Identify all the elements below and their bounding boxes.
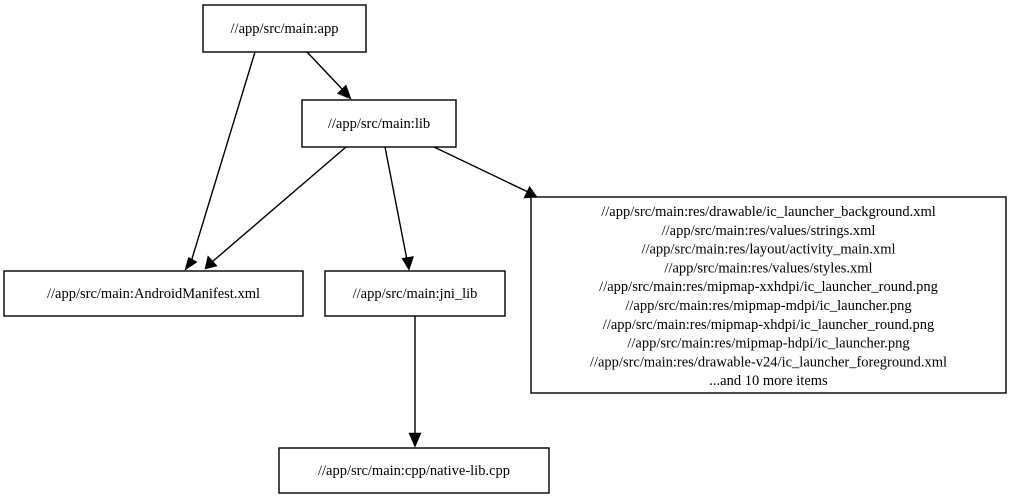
edge-line <box>433 146 529 193</box>
node-label-line: //app/src/main:res/drawable-v24/ic_launc… <box>590 354 947 370</box>
node-label-line: //app/src/main:res/values/strings.xml <box>662 223 876 239</box>
arrowhead-icon <box>401 256 414 271</box>
edge-line <box>384 146 408 261</box>
node-label: //app/src/main:lib <box>328 116 430 132</box>
arrowhead-icon <box>408 432 422 448</box>
node-label: //app/src/main:app <box>231 21 339 37</box>
node-label-line: //app/src/main:res/layout/activity_main.… <box>641 242 895 258</box>
arrowhead-icon <box>523 185 538 199</box>
edge-lib-to-resources <box>433 146 538 199</box>
node-box[interactable] <box>301 99 457 148</box>
node-jni-lib[interactable]: //app/src/main:jni_lib <box>324 270 506 317</box>
arrowhead-icon <box>336 84 352 100</box>
node-label: //app/src/main:jni_lib <box>353 286 478 302</box>
node-box[interactable] <box>3 270 304 317</box>
node-app[interactable]: //app/src/main:app <box>202 4 367 53</box>
node-resources-bundle[interactable]: //app/src/main:res/drawable/ic_launcher_… <box>530 196 1007 394</box>
edge-line <box>190 51 256 263</box>
node-native-lib-cpp[interactable]: //app/src/main:cpp/native-lib.cpp <box>278 447 550 494</box>
node-label-line: ...and 10 more items <box>709 373 828 389</box>
edge-line <box>211 146 347 263</box>
node-label-line: //app/src/main:res/mipmap-xxhdpi/ic_laun… <box>599 279 938 295</box>
node-box[interactable] <box>324 270 506 317</box>
node-box[interactable] <box>530 196 1007 394</box>
node-label-multiline: //app/src/main:res/drawable/ic_launcher_… <box>590 204 947 389</box>
graph-nodes: //app/src/main:app //app/src/main:lib //… <box>3 4 1007 494</box>
edge-app-to-manifest <box>184 51 256 271</box>
node-label: //app/src/main:cpp/native-lib.cpp <box>318 463 510 479</box>
edge-lib-to-manifest <box>204 146 347 270</box>
graph-edges <box>184 51 538 448</box>
node-label-line: //app/src/main:res/drawable/ic_launcher_… <box>601 204 936 220</box>
node-android-manifest[interactable]: //app/src/main:AndroidManifest.xml <box>3 270 304 317</box>
node-label-line: //app/src/main:res/mipmap-xhdpi/ic_launc… <box>603 317 934 333</box>
arrowhead-icon <box>204 255 218 270</box>
node-label-line: //app/src/main:res/values/styles.xml <box>664 260 872 276</box>
node-label-line: //app/src/main:res/mipmap-mdpi/ic_launch… <box>625 298 911 314</box>
node-lib[interactable]: //app/src/main:lib <box>301 99 457 148</box>
arrowhead-icon <box>184 257 198 271</box>
node-label-line: //app/src/main:res/mipmap-hdpi/ic_launch… <box>627 336 909 352</box>
edge-app-to-lib <box>306 51 352 100</box>
edge-line <box>306 51 344 91</box>
edge-jni-lib-to-native-lib <box>408 316 422 448</box>
node-box[interactable] <box>278 447 550 494</box>
node-label: //app/src/main:AndroidManifest.xml <box>47 286 260 302</box>
edge-lib-to-jni-lib <box>384 146 414 271</box>
node-box[interactable] <box>202 4 367 53</box>
